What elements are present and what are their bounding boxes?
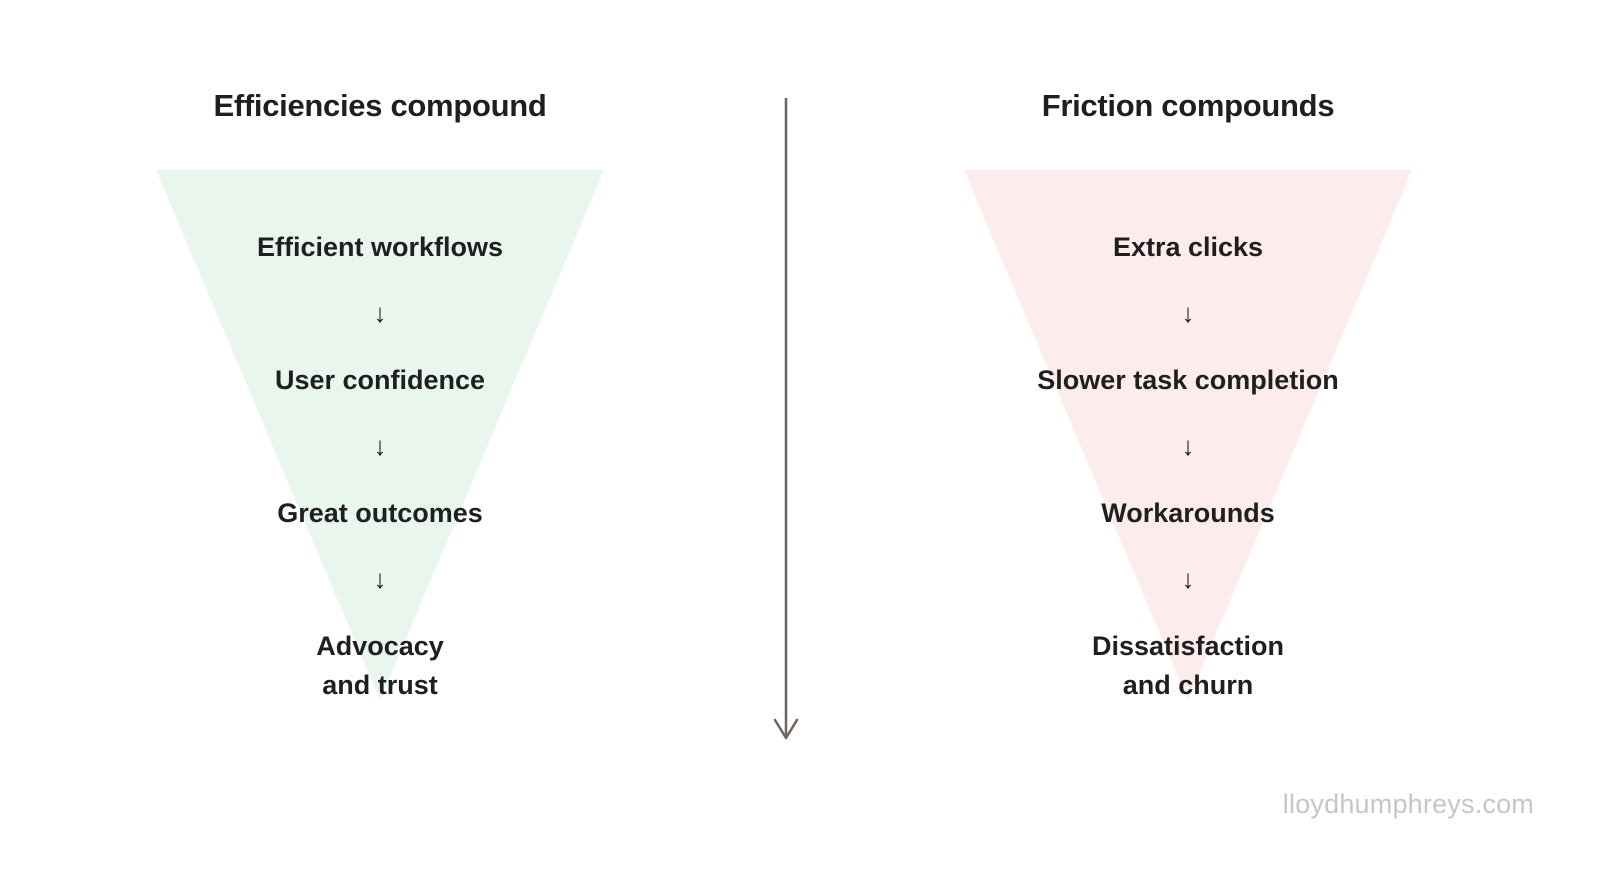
down-arrow-icon: ↓ [1181, 431, 1195, 462]
friction-funnel: Friction compounds Extra clicks ↓ Slower… [964, 88, 1412, 700]
watermark: lloydhumphreys.com [1282, 789, 1534, 819]
efficiencies-funnel: Efficiencies compound Efficient workflow… [156, 88, 604, 700]
center-divider-arrow-icon [770, 96, 802, 748]
right-funnel-title: Friction compounds [1041, 88, 1335, 123]
down-arrow-icon: ↓ [1181, 298, 1195, 329]
funnel-step: Dissatisfaction and churn [1091, 630, 1285, 700]
left-funnel-steps: Efficient workflows ↓ User confidence ↓ … [156, 228, 604, 705]
down-arrow-icon: ↓ [373, 564, 387, 595]
down-arrow-icon: ↓ [1181, 564, 1195, 595]
funnel-step: Great outcomes [277, 497, 483, 528]
funnel-step: Workarounds [1101, 497, 1275, 528]
funnel-step: Advocacy and trust [316, 630, 444, 700]
funnel-step: User confidence [274, 364, 486, 395]
right-funnel-steps: Extra clicks ↓ Slower task completion ↓ … [964, 228, 1412, 705]
funnel-step: Efficient workflows [256, 232, 504, 262]
down-arrow-icon: ↓ [373, 431, 387, 462]
left-funnel-title: Efficiencies compound [213, 88, 547, 123]
down-arrow-icon: ↓ [373, 298, 387, 329]
funnel-step: Extra clicks [1112, 232, 1264, 262]
funnel-step: Slower task completion [1037, 364, 1339, 395]
